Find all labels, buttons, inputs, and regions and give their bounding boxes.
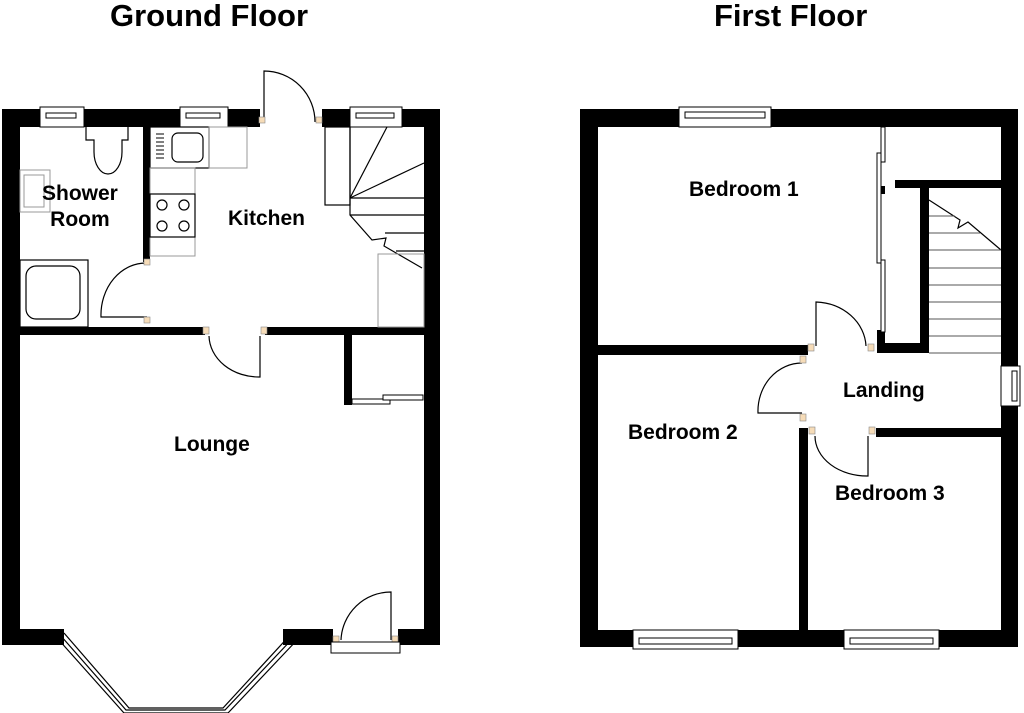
hob-ring [156, 199, 168, 211]
door-hinge [808, 426, 816, 435]
cupboard-door [382, 394, 424, 401]
first-floor-plan [580, 106, 1021, 650]
cupboard-door [351, 398, 391, 405]
worktop [149, 167, 196, 257]
room-label-kitchen: Kitchen [228, 207, 306, 230]
shower-drain-outline [25, 265, 81, 320]
basin-icon [19, 169, 51, 213]
shower-tray-icon [19, 259, 89, 328]
window [45, 112, 77, 119]
stair-stringer [324, 126, 351, 206]
bay-window [57, 638, 299, 713]
ground-floor-plan [2, 70, 440, 713]
toilet-icon [85, 127, 129, 175]
wall [877, 330, 885, 353]
stair-tread [349, 162, 425, 199]
door-step [330, 641, 401, 654]
hob-ring [178, 220, 190, 232]
bedroom-1-door [815, 301, 867, 347]
wall [920, 180, 929, 353]
front-door [340, 591, 392, 641]
wall [799, 428, 808, 630]
window [638, 637, 733, 645]
window [684, 111, 766, 119]
window [849, 637, 934, 645]
door-hinge [799, 413, 807, 422]
bedroom-2-door [757, 362, 803, 414]
first-floor-title: First Floor [714, 0, 868, 33]
wall [283, 629, 333, 645]
ground-floor-title: Ground Floor [110, 0, 309, 33]
lounge-door [208, 335, 261, 378]
wall [20, 327, 205, 335]
hob-ring [178, 199, 190, 211]
door-hinge [258, 116, 266, 124]
door-hinge [868, 426, 876, 435]
wall [876, 428, 1001, 437]
bay-window [60, 635, 296, 711]
wardrobe-door [880, 126, 886, 163]
hob-ring [156, 220, 168, 232]
bay-window [63, 632, 293, 709]
wall [2, 629, 64, 645]
wall [895, 180, 1001, 188]
room-label-bedroom-1: Bedroom 1 [689, 178, 799, 201]
wall [580, 109, 598, 647]
room-label-lounge: Lounge [174, 433, 250, 456]
wall [344, 335, 352, 405]
shower-room-label-line2: Room [50, 208, 110, 231]
sink-bowl [171, 132, 204, 163]
window [355, 112, 395, 119]
door-hinge [143, 258, 151, 266]
door-hinge [260, 326, 268, 335]
door-hinge [315, 116, 323, 124]
wall [598, 345, 808, 355]
wall [580, 109, 1018, 127]
stairs-outline [928, 199, 1002, 251]
stair-treads [929, 215, 1001, 354]
wall [2, 109, 20, 327]
hob-icon [149, 193, 196, 238]
door-hinge [867, 343, 875, 352]
shower-room-door [100, 262, 148, 318]
shower-room-label-line1: Shower [42, 182, 118, 205]
room-label-bedroom-2: Bedroom 2 [628, 421, 738, 444]
door-hinge [143, 316, 151, 324]
window [185, 112, 221, 119]
wardrobe-door [876, 152, 882, 264]
wardrobe-door [880, 259, 886, 333]
window [1011, 370, 1018, 402]
basin-bowl [23, 174, 45, 208]
worktop [208, 126, 248, 169]
back-door [263, 70, 316, 123]
room-label-landing: Landing [843, 379, 925, 402]
stair-tread [349, 126, 388, 199]
wall [877, 343, 929, 353]
wall [424, 109, 440, 645]
wall [398, 629, 440, 645]
room-label-bedroom-3: Bedroom 3 [835, 482, 945, 505]
wall [265, 327, 424, 335]
bedroom-3-door [814, 435, 869, 477]
drainer-lines [156, 133, 164, 159]
room-label-shower-room: Shower Room [42, 181, 118, 233]
door-hinge [807, 343, 815, 352]
wall [2, 327, 20, 645]
door-hinge [202, 326, 210, 335]
door-hinge [799, 355, 807, 364]
under-stairs-unit [377, 253, 425, 328]
wall [143, 127, 150, 262]
stairs-outline [349, 127, 423, 269]
